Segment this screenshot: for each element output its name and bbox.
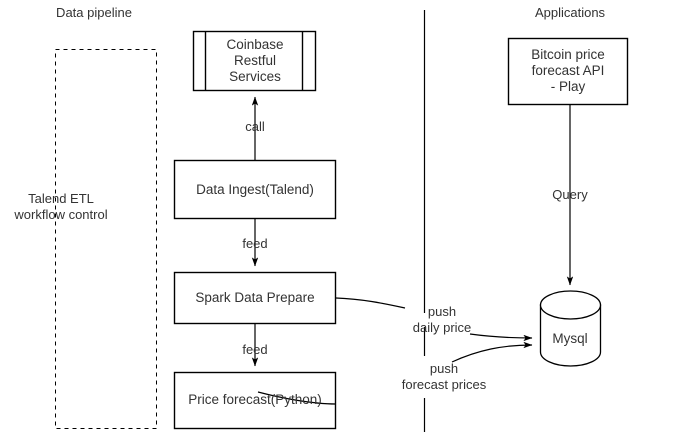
edge-label-call: call: [245, 119, 265, 134]
edge-label-feed-spark-forecast: feed: [242, 342, 268, 357]
node-label-price-forecast-python[interactable]: Price forecast(Python): [188, 392, 322, 407]
edge-forecast-to-mysql-arrow: [451, 341, 533, 363]
group-label-talend-etl: Talend ETL workflow control: [14, 191, 108, 222]
node-shape-bitcoin-price-forecast-api[interactable]: [507, 37, 629, 106]
node-label-mysql[interactable]: Mysql: [552, 331, 588, 346]
edge-label-query: Query: [552, 187, 588, 202]
group-boundary-talend-etl: [55, 49, 157, 429]
node-label-data-ingest-talend[interactable]: Data Ingest(Talend): [196, 182, 314, 197]
node-label-bitcoin-price-forecast-api[interactable]: Bitcoin price forecast API - Play: [531, 47, 605, 94]
node-shape-coinbase-restful-services[interactable]: [192, 30, 317, 92]
edge-forecast-to-mysql-lead: [257, 391, 337, 405]
node-label-spark-data-prepare[interactable]: Spark Data Prepare: [195, 290, 315, 305]
edge-spark-to-mysql-arrow: [469, 333, 533, 342]
node-shape-spark-data-prepare[interactable]: [173, 271, 337, 325]
section-title-data-pipeline: Data pipeline: [56, 5, 132, 20]
edge-spark-to-mysql-lead: [335, 297, 406, 309]
edge-label-push-forecast-prices: push forecast prices: [401, 361, 487, 392]
edge-label-push-daily-price: push daily price: [412, 304, 472, 335]
node-label-coinbase-restful-services[interactable]: Coinbase Restful Services: [226, 37, 284, 84]
node-shape-price-forecast-python[interactable]: [173, 371, 337, 430]
node-shape-mysql[interactable]: [539, 290, 602, 367]
section-title-applications: Applications: [534, 5, 606, 20]
node-shape-data-ingest-talend[interactable]: [173, 159, 337, 220]
edge-label-feed-ingest-spark: feed: [242, 236, 268, 251]
